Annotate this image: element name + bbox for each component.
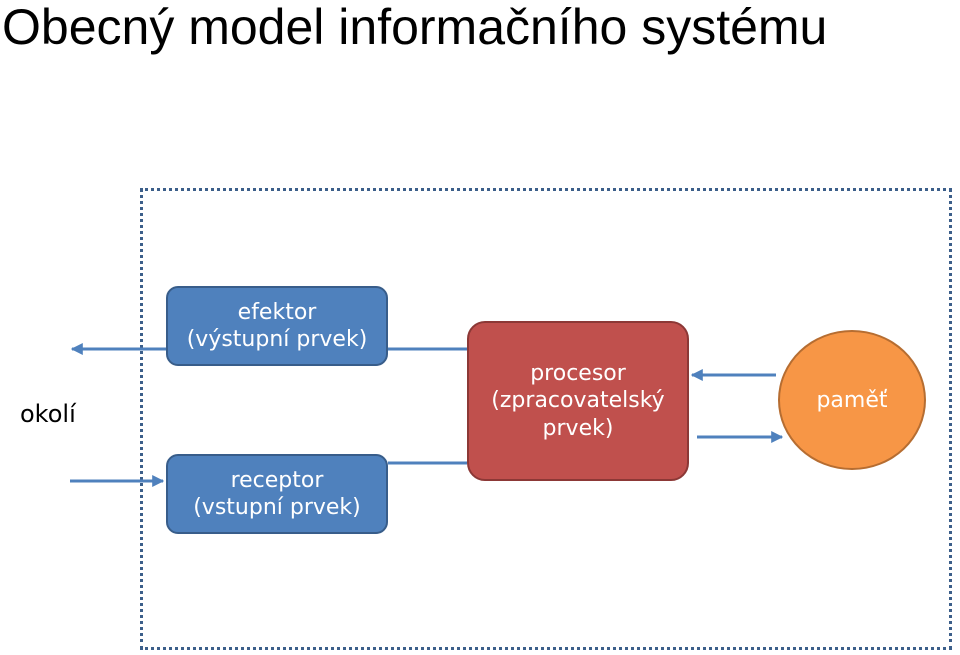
efektor-sublabel: (výstupní prvek) <box>186 327 368 352</box>
procesor-sublabel-1: (zpracovatelský <box>491 388 665 414</box>
page-title: Obecný model informačního systému <box>2 0 828 55</box>
efektor-node: efektor (výstupní prvek) <box>166 286 388 366</box>
receptor-sublabel: (vstupní prvek) <box>193 495 361 520</box>
environment-label: okolí <box>20 400 76 428</box>
receptor-node: receptor (vstupní prvek) <box>166 454 388 534</box>
procesor-label: procesor <box>530 360 626 386</box>
procesor-node: procesor (zpracovatelský prvek) <box>467 321 689 481</box>
procesor-sublabel-2: prvek) <box>542 415 614 441</box>
receptor-label: receptor <box>230 467 324 493</box>
system-boundary <box>140 188 952 650</box>
pamet-node: paměť <box>778 330 926 470</box>
pamet-label: paměť <box>816 387 888 413</box>
efektor-label: efektor <box>237 299 317 325</box>
